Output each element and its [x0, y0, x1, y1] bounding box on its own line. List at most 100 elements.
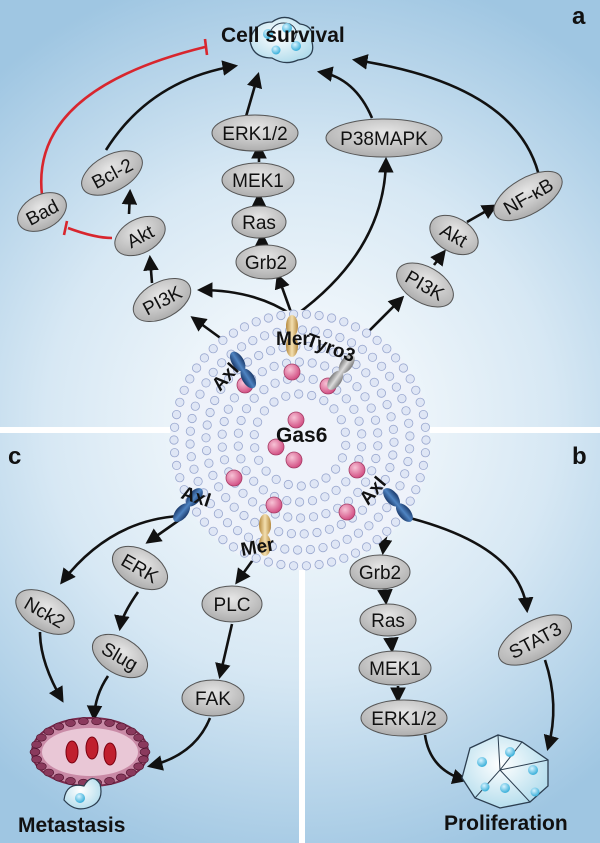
- lipid-head: [217, 358, 227, 368]
- endothelial-cell: [125, 727, 137, 736]
- lipid-head: [185, 439, 195, 449]
- lipid-head: [233, 525, 243, 536]
- lipid-head: [172, 460, 182, 470]
- arrow-slug-to-metastasis: [86, 675, 110, 722]
- arrow-grb2-to-ras-b: [377, 588, 393, 606]
- lipid-head: [208, 344, 218, 354]
- node-label-fak: FAK: [195, 689, 231, 710]
- lipid-head: [261, 466, 271, 476]
- metastasis-icon: [29, 717, 151, 810]
- lipid-head: [186, 452, 196, 462]
- lipid-head: [251, 553, 261, 563]
- lipid-head: [320, 492, 330, 502]
- arrow-axl-to-stat3: [401, 514, 534, 614]
- lipid-head: [269, 361, 279, 371]
- lipid-head: [221, 492, 231, 503]
- lipid-head: [353, 487, 363, 497]
- endothelial-cell: [115, 722, 127, 731]
- outcome-proliferation: Proliferation: [444, 812, 568, 835]
- lipid-head: [357, 429, 367, 439]
- lipid-head: [411, 485, 421, 495]
- node-label-ras-a: Ras: [242, 213, 276, 234]
- membrane-vesicle: [169, 309, 431, 571]
- lipid-head: [336, 519, 346, 530]
- lipid-head: [373, 512, 383, 522]
- mer-receptor-c: [259, 514, 271, 556]
- lipid-head: [326, 557, 337, 567]
- receptor-label-mer-a: Mer: [276, 329, 310, 350]
- receptors: [173, 315, 413, 556]
- arrow-fak-to-metastasis: [146, 717, 212, 771]
- lipid-head: [350, 548, 361, 558]
- lipid-head: [420, 448, 430, 458]
- lipid-head: [356, 442, 367, 452]
- node-pi3k-a2: PI3K: [396, 262, 454, 308]
- lipid-head: [189, 464, 199, 474]
- lipid-head: [249, 393, 259, 403]
- lipid-head: [201, 433, 211, 443]
- lipid-head: [340, 427, 350, 437]
- lipid-head: [349, 404, 359, 414]
- endothelial-cell: [104, 719, 115, 727]
- node-label-grb2-a: Grb2: [245, 253, 287, 274]
- lipid-head: [250, 517, 260, 528]
- endothelial-cell: [133, 733, 144, 742]
- lipid-head: [271, 474, 281, 484]
- lipid-head: [223, 404, 233, 414]
- lipid-head: [286, 528, 296, 539]
- lipid-head: [210, 395, 220, 406]
- lipid-head: [192, 363, 202, 373]
- lipid-head: [239, 548, 250, 558]
- node-plc: PLC: [201, 585, 263, 623]
- lipid-head: [208, 367, 218, 377]
- lipid-head: [361, 328, 372, 338]
- cell-survival-icon: [249, 16, 314, 64]
- lipid-head: [259, 406, 269, 416]
- lipid-head: [265, 346, 276, 356]
- node-akt-a2: Akt: [429, 214, 479, 256]
- lipid-head: [372, 335, 382, 345]
- lipid-head: [205, 499, 215, 509]
- lipid-head: [354, 416, 364, 426]
- lipid-head: [339, 317, 349, 327]
- node-label-grb2-b: Grb2: [359, 563, 401, 584]
- arrow-plc-to-fak: [215, 623, 234, 680]
- lipid-head: [364, 521, 374, 531]
- panel-label-a: a: [572, 3, 586, 30]
- lipid-head: [336, 415, 346, 425]
- lipid-head: [208, 526, 218, 536]
- endothelial-cell: [91, 717, 102, 726]
- gas6-bead: [267, 438, 285, 456]
- lipid-head: [404, 418, 414, 428]
- endothelial-cell: [138, 740, 149, 749]
- endothelial-cell: [43, 768, 55, 777]
- lipid-head: [397, 393, 407, 404]
- arrow-mer-to-grb2: [274, 273, 294, 316]
- lipid-head: [388, 450, 398, 460]
- lipid-head: [380, 474, 390, 485]
- lipid-head: [418, 460, 428, 470]
- lipid-head: [299, 529, 309, 539]
- endothelial-cell: [29, 748, 41, 756]
- lipid-head: [312, 527, 322, 538]
- lipid-head: [314, 559, 324, 570]
- lipid-head: [237, 342, 247, 352]
- lipid-head: [367, 352, 378, 362]
- lipid-head: [401, 406, 411, 416]
- node-ras-b: Ras: [359, 603, 417, 637]
- lipid-head: [395, 481, 405, 491]
- lipid-head: [213, 509, 223, 519]
- lipid-head: [281, 391, 291, 401]
- lipid-head: [216, 384, 226, 394]
- lipid-head: [404, 444, 415, 454]
- outcome-cell-survival: Cell survival: [221, 24, 345, 47]
- lipid-head: [179, 385, 189, 395]
- endothelial-cell: [138, 755, 149, 764]
- gas6-bead: [348, 461, 366, 479]
- lipid-head: [297, 325, 307, 335]
- node-mek1-b: MEK1: [358, 650, 432, 686]
- lipid-head: [295, 513, 306, 523]
- node-erk12-b: ERK1/2: [360, 699, 448, 737]
- inhibit-akt-to-bad: [67, 226, 113, 240]
- lipid-head: [218, 534, 228, 545]
